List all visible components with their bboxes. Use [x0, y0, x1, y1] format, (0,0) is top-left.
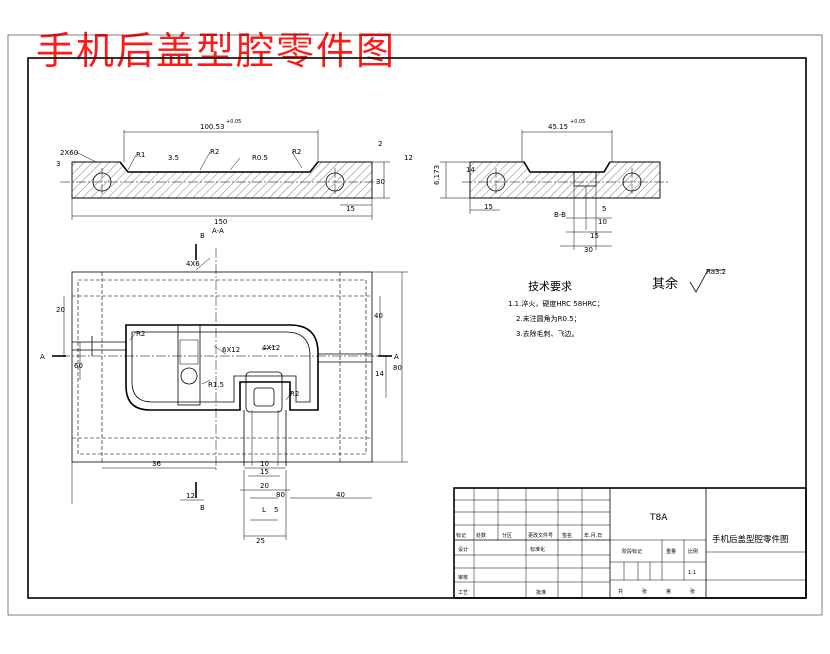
drawing-frame	[27, 57, 807, 599]
section-mark-b-top: B	[200, 232, 205, 240]
dim-b-10: 10	[598, 218, 607, 226]
tb-header-mark: 标记	[456, 532, 466, 539]
dim-plan-80b: 80	[276, 491, 285, 499]
tb-header-change-doc: 更改文件号	[528, 532, 553, 539]
surface-finish-value: Ra3.2	[706, 268, 726, 276]
tech-req-item-2: 2.未注圆角为R0.5；	[516, 314, 581, 323]
dim-depth: 3.5	[168, 154, 179, 162]
plan-view: B B A A 4X6 20 60 R2 6X12 4X12 R1.5 R2 1…	[40, 232, 408, 545]
dim-plan-80: 80	[393, 364, 402, 372]
dim-r2-b: R2	[292, 148, 301, 156]
tb-header-count: 处数	[476, 532, 486, 539]
tb-header-sign: 签名	[562, 532, 572, 539]
tech-req-item-1: 1.1.淬火，硬度HRC 58HRC；	[508, 299, 604, 308]
drawing-name-label: 手机后盖型腔零件图	[712, 534, 789, 545]
roughness-symbol-icon	[689, 269, 724, 293]
section-view-a-a: 100.53 +0.05 2X60 R1 R2 R2 R0.5 3 2 3.5 …	[56, 119, 390, 235]
dim-plan-r15: R1.5	[208, 381, 224, 389]
tb-stage: 阶段标记	[622, 548, 642, 555]
tb-header-date: 年.月.日	[584, 532, 602, 539]
section-mark-a-right: A	[394, 353, 399, 361]
dim-plan-60: 60	[74, 362, 83, 370]
dim-plan-12: 12	[186, 492, 195, 500]
dim-b-height: 6.173	[433, 165, 441, 185]
tb-scale-value: 1:1	[688, 570, 696, 576]
dim-b-30: 30	[584, 246, 593, 254]
section-b-body	[469, 161, 661, 199]
plan-outline	[71, 271, 373, 463]
dim-4x6: 4X6	[186, 260, 200, 268]
tb-sheet-total: 共	[618, 588, 623, 595]
dim-hole-offset: 15	[346, 205, 355, 213]
dim-plan-6x12: 6X12	[222, 346, 240, 354]
tb-approve: 批准	[536, 589, 546, 596]
dim-b-5: 5	[602, 205, 606, 213]
section-a-body	[71, 161, 373, 199]
dim-plan-10: 10	[260, 460, 269, 468]
dim-plan-20: 20	[56, 306, 65, 314]
drawing-title: 手机后盖型腔零件图	[36, 29, 397, 73]
plan-cavity-outline	[125, 324, 319, 411]
dim-r05: R0.5	[252, 154, 268, 162]
tb-design: 设计	[458, 546, 468, 553]
tb-sheet-unit-a: 张	[642, 588, 647, 595]
tech-req-item-3: 3.去除毛刺、飞边。	[516, 329, 579, 338]
tb-standard: 标准化	[530, 546, 545, 553]
dim-plan-36: 36	[152, 460, 161, 468]
dim-b-15: 15	[590, 232, 599, 240]
dim-step-right: 2	[378, 140, 382, 148]
tech-req-heading: 技术要求	[528, 280, 572, 293]
dim-b-width-tol: +0.05	[570, 119, 585, 125]
dim-b-14: 14	[466, 166, 475, 174]
dim-plan-15: 15	[260, 468, 269, 476]
dim-plan-20b: 20	[260, 482, 269, 490]
dim-total-length: 150	[214, 218, 227, 226]
dim-plan-4x12: 4X12	[262, 344, 280, 352]
section-mark-a-left: A	[40, 353, 45, 361]
cavity-profile	[119, 161, 319, 173]
dim-step-left: 3	[56, 160, 60, 168]
tech-requirements: 技术要求 1.1.淬火，硬度HRC 58HRC； 2.未注圆角为R0.5； 3.…	[508, 280, 604, 338]
tb-weight: 重量	[666, 548, 676, 555]
dim-plan-40: 40	[374, 312, 383, 320]
tb-process: 工艺	[458, 590, 468, 596]
dim-cavity-length: 100.53	[200, 123, 225, 131]
section-mark-b-bottom: B	[200, 504, 205, 512]
tb-scale: 比例	[688, 548, 698, 555]
dim-plan-40b: 40	[336, 491, 345, 499]
dim-plan-5: 5	[274, 506, 278, 514]
dim-plan-14: 14	[375, 370, 384, 378]
tb-header-zone: 分区	[502, 532, 512, 539]
section-label-a-a: A-A	[212, 227, 224, 235]
dim-height: 30	[376, 178, 385, 186]
section-view-b-b: 45.15 +0.05 6.173 15 5 10 15 30 12 14 B-…	[404, 119, 668, 254]
dim-plan-r2-b: R2	[290, 390, 299, 398]
dim-r2-a: R2	[210, 148, 219, 156]
sheet-outer-border	[7, 34, 823, 616]
dim-plan-25: 25	[256, 537, 265, 545]
surface-finish-note: 其余 Ra3.2	[652, 268, 726, 293]
dim-r1: R1	[136, 151, 145, 159]
dim-b-hole: 15	[484, 203, 493, 211]
surface-finish-label: 其余	[652, 276, 678, 292]
title-block: T8A 手机后盖型腔零件图 标记 处数 分区 更改文件号 签名 年.月.日 设计…	[453, 487, 807, 599]
dim-chamfer: 2X60	[60, 149, 78, 157]
material-label: T8A	[649, 513, 668, 523]
dim-plan-r2-a: R2	[136, 330, 145, 338]
dim-plan-l: L	[262, 506, 266, 514]
dim-b-width: 45.15	[548, 123, 568, 131]
tb-sheet-unit-b: 张	[690, 588, 695, 595]
section-label-b-b: B-B	[554, 211, 566, 219]
tb-review: 审核	[458, 574, 468, 581]
dim-cavity-length-tol: +0.05	[226, 119, 241, 125]
tb-sheet-no: 第	[666, 588, 671, 595]
dim-b-12: 12	[404, 154, 413, 162]
